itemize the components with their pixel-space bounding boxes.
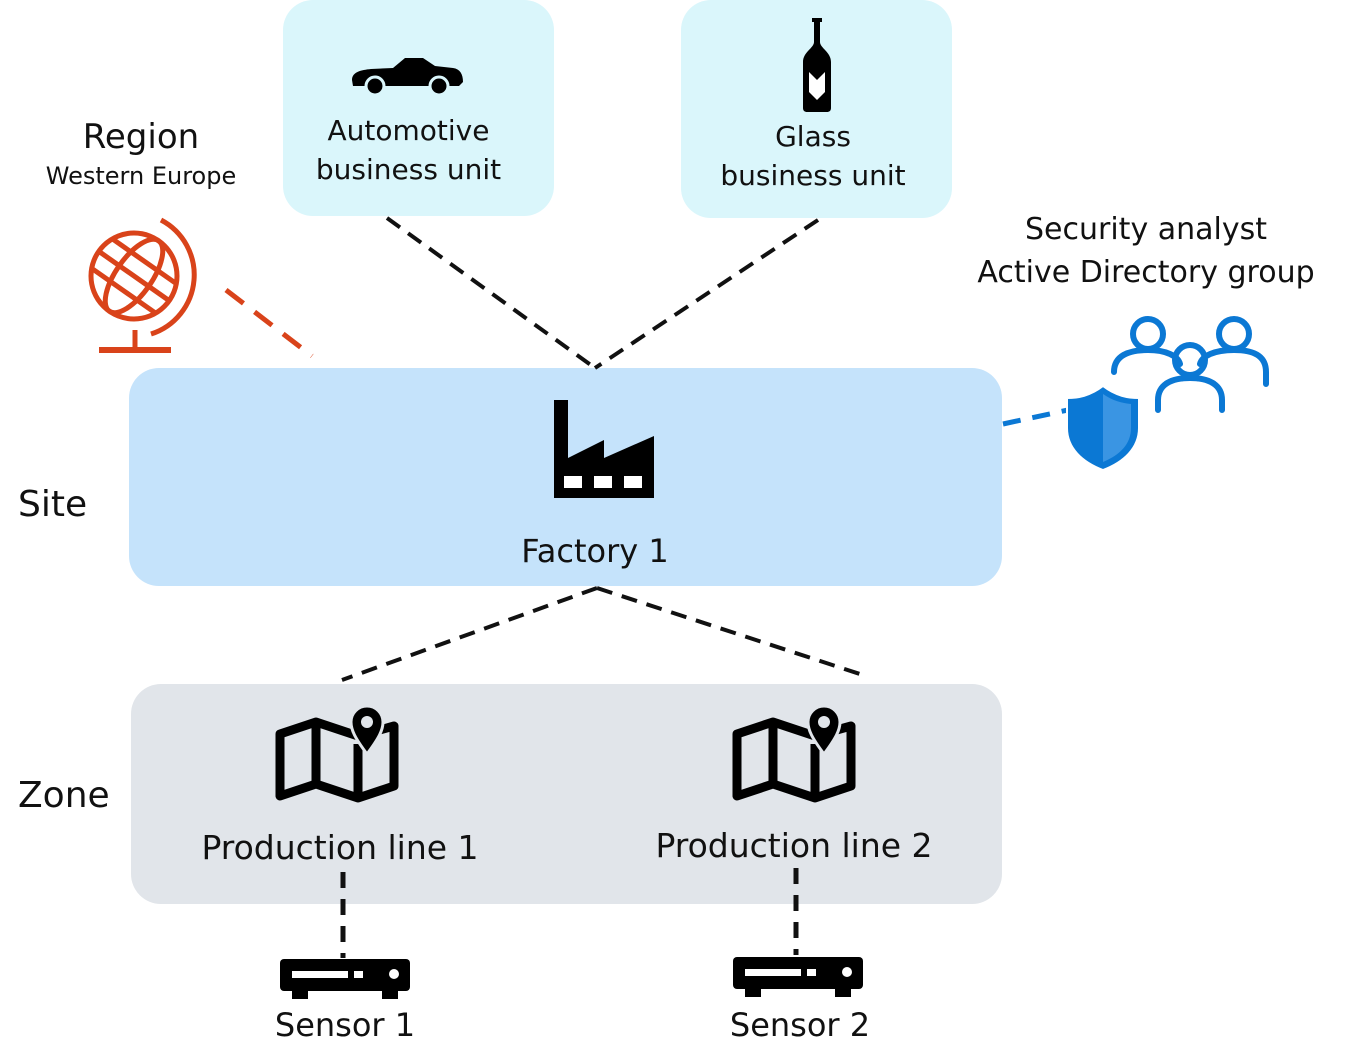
automotive-business-unit-box (283, 0, 554, 216)
security-label-line2: Active Directory group (977, 255, 1315, 290)
region-subtitle: Western Europe (45, 162, 237, 190)
map-pin-icon (275, 704, 399, 803)
shield-icon (1066, 384, 1140, 472)
sensor-icon (733, 957, 863, 997)
level-site-label: Site (18, 484, 88, 525)
security-connector (1002, 407, 1069, 427)
automotive-label-line2: business unit (315, 153, 502, 186)
sensor-icon (280, 959, 410, 999)
security-label-line1: Security analyst (1025, 212, 1267, 247)
bottle-icon (803, 18, 831, 112)
automotive-label-line1: Automotive (327, 114, 490, 147)
region-title: Region (82, 117, 200, 157)
automotive-connector (385, 216, 597, 370)
sensor1-label: Sensor 1 (274, 1006, 416, 1044)
factory-icon (554, 400, 654, 498)
map-pin-icon (732, 704, 856, 803)
level-zone-label: Zone (18, 775, 110, 816)
zone1-connector (341, 586, 598, 682)
zone2-label: Production line 2 (655, 826, 933, 865)
car-icon (352, 58, 463, 96)
globe-icon (88, 217, 197, 353)
sensor2-label: Sensor 2 (729, 1006, 871, 1044)
zone1-label: Production line 1 (201, 828, 479, 867)
glass-label-line2: business unit (720, 159, 906, 192)
glass-connector (593, 218, 820, 370)
glass-label-line1: Glass (775, 120, 851, 153)
zone2-connector (596, 586, 867, 678)
region-connector (224, 288, 314, 358)
users-icon (1111, 316, 1269, 413)
site-label: Factory 1 (521, 532, 669, 570)
